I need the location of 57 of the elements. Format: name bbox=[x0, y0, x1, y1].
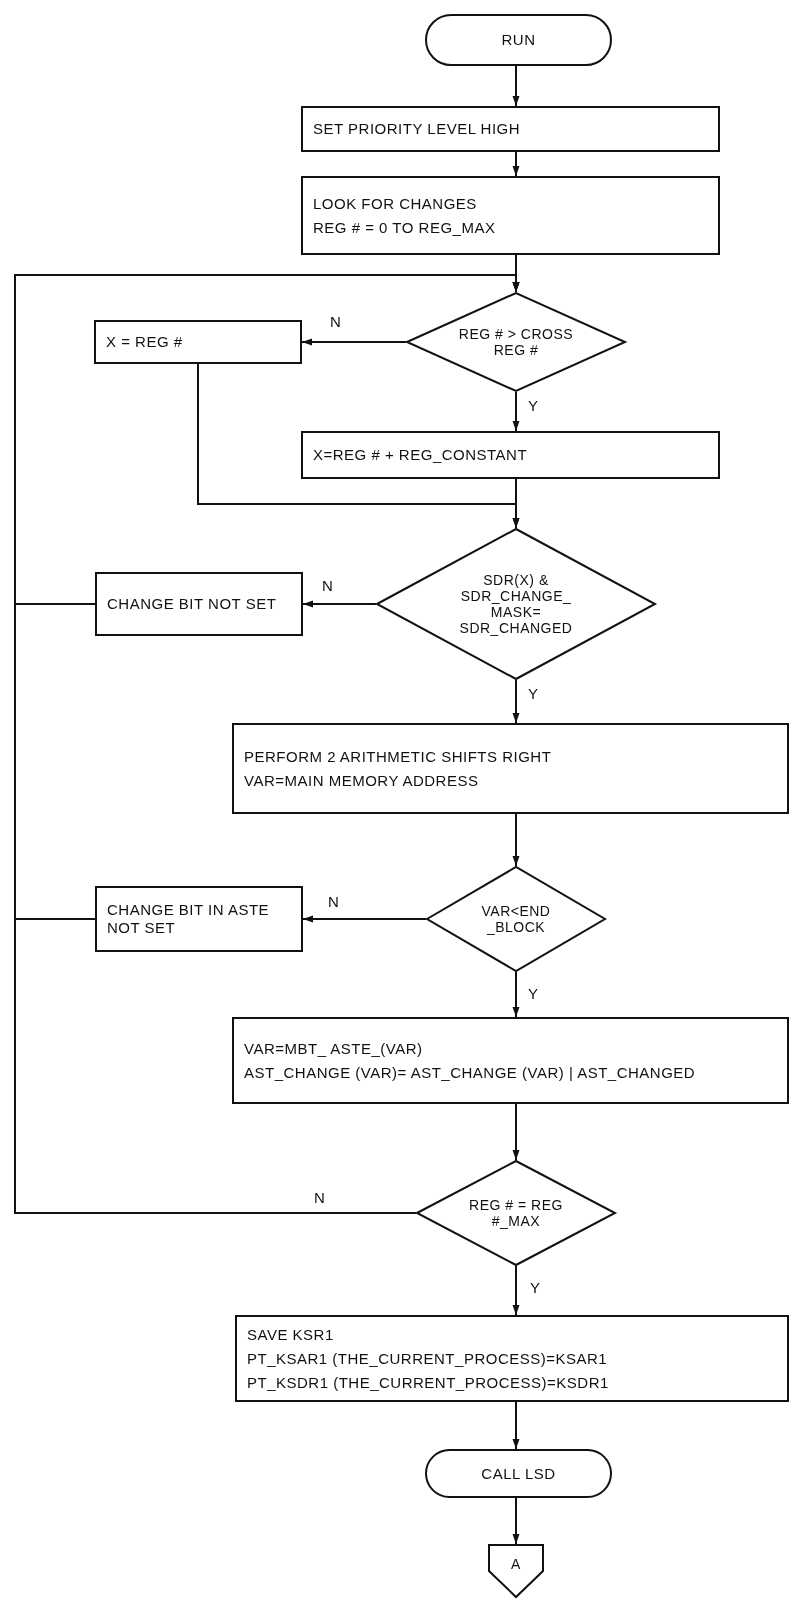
process-box bbox=[235, 1315, 789, 1402]
arrow bbox=[512, 1103, 520, 1161]
step-text: SAVE KSR1 bbox=[247, 1325, 335, 1344]
arrow bbox=[512, 971, 520, 1018]
step-text: VAR=MAIN MEMORY ADDRESS bbox=[244, 771, 480, 790]
edge-label: N bbox=[328, 314, 343, 330]
process-box bbox=[301, 106, 720, 152]
step-text: PT_KSAR1 (THE_CURRENT_PROCESS)=KSAR1 bbox=[247, 1349, 609, 1368]
step-text: CHANGE BIT IN ASTE NOT SET bbox=[107, 901, 271, 937]
process-box bbox=[232, 723, 789, 814]
condition-text: VAR<END _BLOCK bbox=[480, 903, 552, 935]
edge-label: Y bbox=[526, 986, 540, 1002]
off-page-connector bbox=[488, 1544, 544, 1598]
terminal-text: RUN bbox=[501, 31, 536, 49]
arrow bbox=[512, 1401, 520, 1450]
step-text: CHANGE BIT NOT SET bbox=[107, 595, 278, 613]
step-text: AST_CHANGE (VAR)= AST_CHANGE (VAR) | AST_CHANGED bbox=[244, 1063, 697, 1082]
condition-text: SDR(X) & SDR_CHANGE_ MASK= SDR_CHANGED bbox=[458, 572, 574, 636]
decision-diamond bbox=[416, 1160, 616, 1266]
edge-label: Y bbox=[528, 1280, 542, 1296]
edge-label: Y bbox=[526, 398, 540, 414]
arrow bbox=[302, 915, 427, 923]
step-text: VAR=MBT_ ASTE_(VAR) bbox=[244, 1039, 424, 1058]
process-box bbox=[301, 431, 720, 479]
arrow bbox=[14, 274, 520, 1214]
arrow bbox=[302, 600, 377, 608]
decision-diamond bbox=[376, 528, 656, 680]
step-text: SET PRIORITY LEVEL HIGH bbox=[313, 120, 522, 138]
process-box bbox=[94, 320, 302, 364]
step-text: X = REG # bbox=[106, 333, 184, 351]
terminal-text: CALL LSD bbox=[481, 1464, 556, 1483]
arrow bbox=[512, 1265, 520, 1316]
arrow bbox=[512, 1497, 520, 1545]
step-text: LOOK FOR CHANGES bbox=[313, 194, 478, 213]
process-box bbox=[95, 886, 303, 952]
arrow bbox=[512, 151, 520, 177]
arrow bbox=[301, 338, 407, 346]
decision-diamond bbox=[426, 866, 606, 972]
step-text: PERFORM 2 ARITHMETIC SHIFTS RIGHT bbox=[244, 747, 553, 766]
connector-label: A bbox=[511, 1556, 521, 1572]
process-box bbox=[232, 1017, 789, 1104]
arrow bbox=[512, 679, 520, 724]
process-box bbox=[301, 176, 720, 255]
condition-text: REG # = REG #_MAX bbox=[468, 1197, 564, 1229]
arrow bbox=[512, 391, 520, 432]
edge-label: N bbox=[320, 578, 335, 594]
step-text: X=REG # + REG_CONSTANT bbox=[313, 446, 529, 464]
process-box bbox=[95, 572, 303, 636]
arrow bbox=[512, 813, 520, 867]
edge-label: Y bbox=[526, 686, 540, 702]
edge-label: N bbox=[312, 1190, 327, 1206]
condition-text: REG # > CROSS REG # bbox=[457, 326, 575, 358]
step-text: PT_KSDR1 (THE_CURRENT_PROCESS)=KSDR1 bbox=[247, 1373, 610, 1392]
step-text: REG # = 0 TO REG_MAX bbox=[313, 218, 497, 237]
decision-diamond bbox=[406, 292, 626, 392]
edge-label: N bbox=[326, 894, 341, 910]
arrow bbox=[512, 65, 520, 107]
